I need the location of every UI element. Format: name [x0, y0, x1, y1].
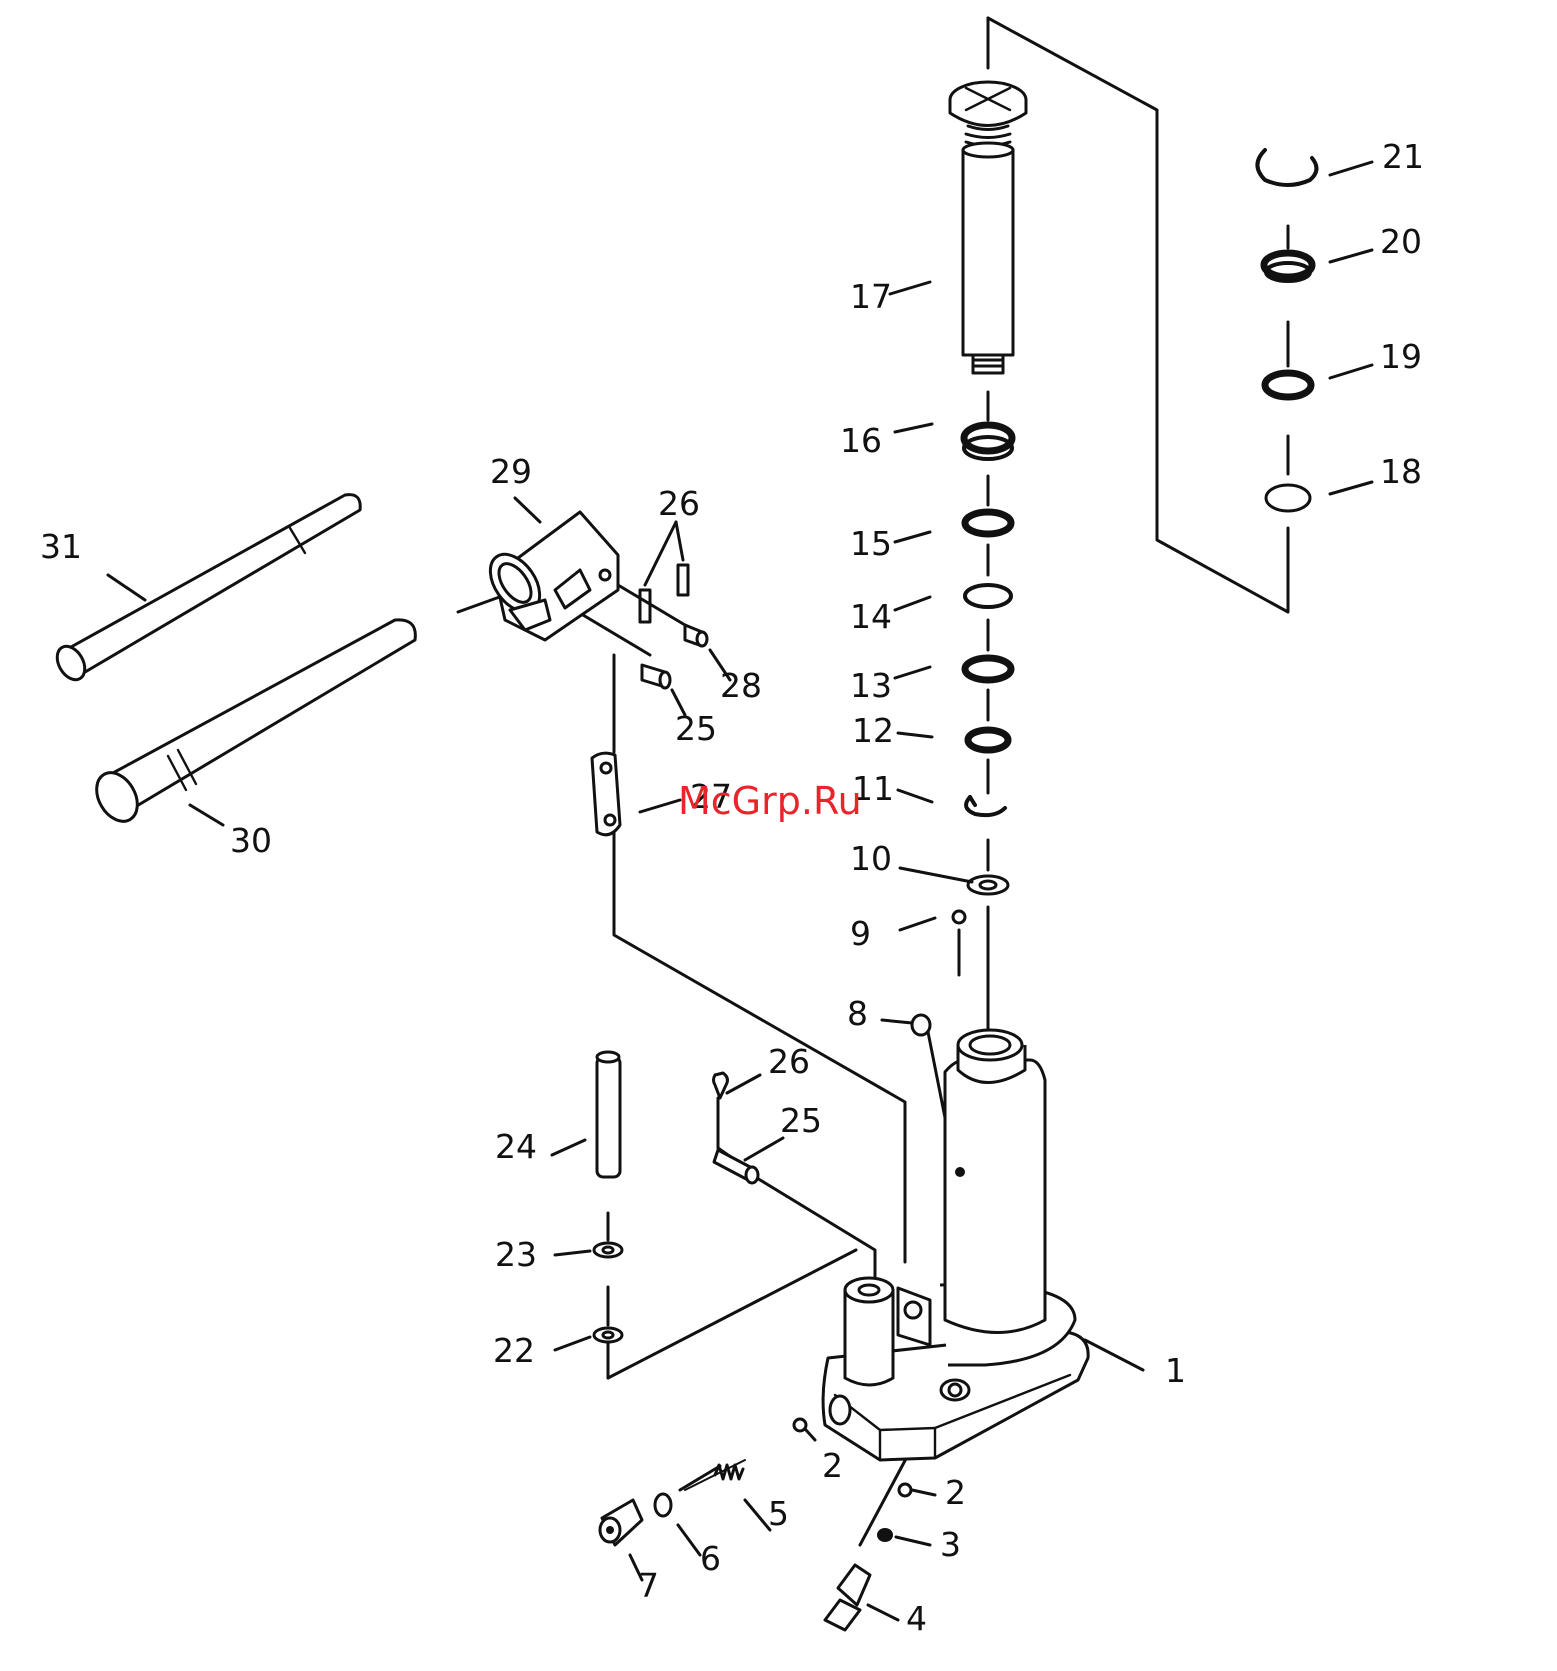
callout-18: 18	[1380, 452, 1422, 491]
watermark-text: McGrp.Ru	[678, 779, 862, 823]
callout-28: 28	[720, 666, 762, 705]
callout-31: 31	[40, 527, 82, 566]
callout-10: 10	[850, 839, 892, 878]
ram-screw	[950, 82, 1026, 373]
callout-20: 20	[1380, 222, 1422, 261]
callout-17: 17	[850, 277, 892, 316]
seal-3	[877, 1528, 893, 1542]
callout-26-upper: 26	[658, 484, 700, 523]
callout-26-lower: 26	[768, 1042, 810, 1081]
callout-4: 4	[906, 1599, 927, 1638]
callout-7: 7	[638, 1566, 659, 1605]
callout-16: 16	[840, 421, 882, 460]
handle-socket-parts	[480, 512, 707, 835]
clip-26-lower	[714, 1073, 728, 1098]
washer-6	[655, 1494, 671, 1516]
callout-8: 8	[847, 994, 868, 1033]
callout-25-upper: 25	[675, 709, 717, 748]
handle-tubes	[52, 495, 416, 829]
callout-13: 13	[850, 666, 892, 705]
callout-6: 6	[700, 1539, 721, 1578]
callout-22: 22	[493, 1331, 535, 1370]
callout-30: 30	[230, 821, 272, 860]
callout-12: 12	[852, 711, 894, 750]
callout-5: 5	[768, 1494, 789, 1533]
callout-9: 9	[850, 914, 871, 953]
callout-21: 21	[1382, 137, 1424, 176]
seal-stack	[953, 425, 1012, 923]
callout-29: 29	[490, 452, 532, 491]
callout-24: 24	[495, 1127, 537, 1166]
clip-26a	[640, 590, 650, 622]
callout-23: 23	[495, 1235, 537, 1274]
callout-labels: 1 2 2 3 4 5 6 7 8 9 10 11 12 13 14 15 16…	[40, 137, 1424, 1638]
callout-2b: 2	[945, 1473, 966, 1512]
callout-2a: 2	[822, 1446, 843, 1485]
jack-body	[823, 1030, 1088, 1460]
valve-4	[838, 1565, 870, 1605]
callout-19: 19	[1380, 337, 1422, 376]
tube-30	[100, 620, 415, 810]
ball-2a	[794, 1419, 806, 1431]
tube-31	[62, 495, 360, 675]
callout-25-lower: 25	[780, 1101, 822, 1140]
callout-3: 3	[940, 1525, 961, 1564]
callout-1: 1	[1165, 1351, 1186, 1390]
plug-8	[912, 1015, 930, 1035]
leader-lines	[108, 162, 1372, 1620]
callout-15: 15	[850, 524, 892, 563]
ball-2b	[899, 1484, 911, 1496]
pin-24	[597, 1057, 620, 1177]
clip-26b	[678, 565, 688, 595]
callout-14: 14	[850, 597, 892, 636]
